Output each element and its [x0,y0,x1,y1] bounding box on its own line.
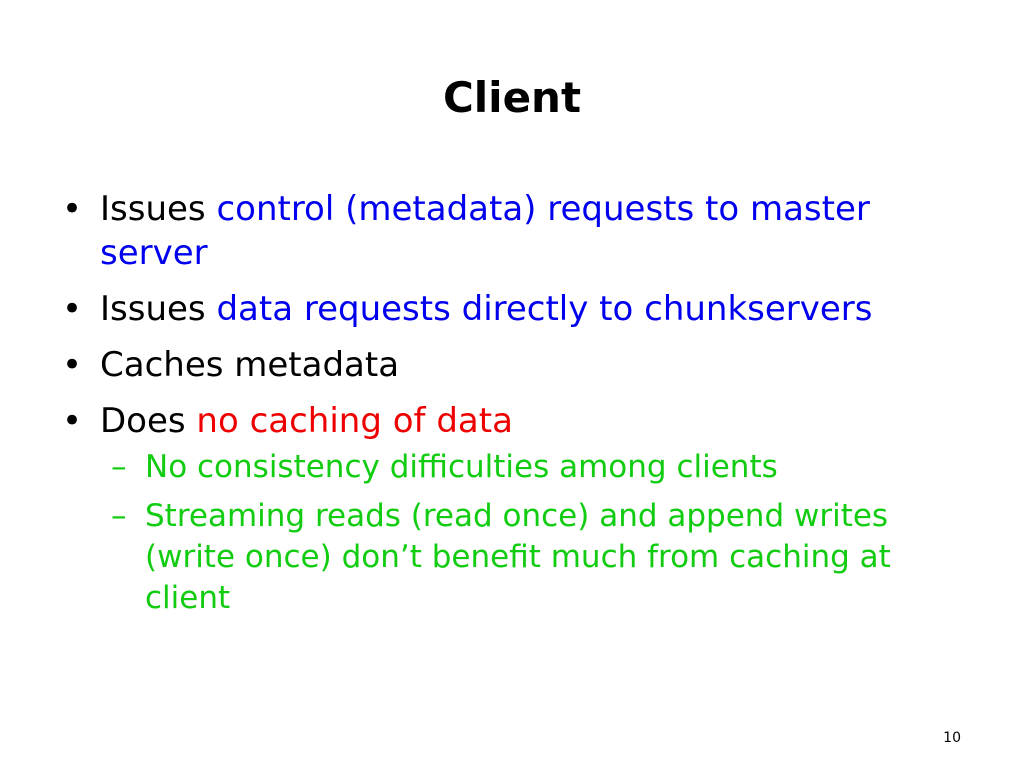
bullet-list: • Issues control (metadata) requests to … [62,187,942,631]
bullet-item: • Issues data requests directly to chunk… [62,287,942,331]
sub-bullet-text: No consistency difficulties among client… [145,449,778,485]
sub-bullet-text: Streaming reads (read once) and append w… [145,498,891,616]
bullet-icon: • [62,189,83,229]
sub-bullet-item: – Streaming reads (read once) and append… [100,496,942,619]
slide-title: Client [442,73,582,122]
bullet-item: • Caches metadata [62,343,942,387]
bullet-highlight-text: control (metadata) requests to master se… [100,189,870,273]
bullet-icon: • [62,289,83,329]
bullet-lead-text: Caches metadata [100,345,400,385]
bullet-item: • Issues control (metadata) requests to … [62,187,942,275]
bullet-lead-text: Issues [100,289,217,329]
bullet-highlight-text: data requests directly to chunkservers [216,289,873,329]
bullet-item: • Does no caching of data – No consisten… [62,399,942,619]
dash-icon: – [111,449,127,485]
bullet-highlight-text: no caching of data [196,401,513,441]
bullet-lead-text: Does [100,401,197,441]
page-number: 10 [943,730,961,746]
bullet-icon: • [62,345,83,385]
sub-bullet-list: – No consistency difficulties among clie… [100,447,942,619]
dash-icon: – [111,498,127,534]
bullet-lead-text: Issues [100,189,217,229]
bullet-icon: • [62,401,83,441]
sub-bullet-item: – No consistency difficulties among clie… [100,447,942,488]
